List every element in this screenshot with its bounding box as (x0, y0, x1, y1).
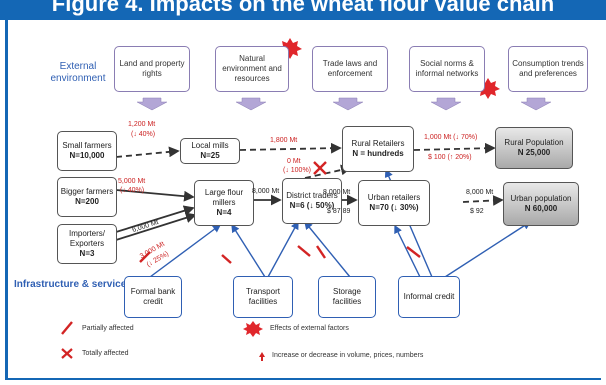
legend-glyphs (61, 321, 265, 361)
node-label: Local mills (191, 141, 229, 150)
infra-transport-facilities: Transport facilities (233, 276, 293, 318)
frame-bottom-border (5, 378, 601, 380)
node-count: N=200 (75, 197, 99, 206)
node-count: N=10,000 (69, 151, 105, 160)
node-label: Urban retailers (367, 193, 421, 202)
node-district-traders: District traders N=6 (↓ 50%) (282, 178, 342, 224)
node-count: N=25 (200, 151, 220, 160)
infra-formal-bank-credit: Formal bank credit (124, 276, 182, 318)
node-count: N 25,000 (517, 148, 551, 157)
factor-trade-laws: Trade laws and enforcement (312, 46, 388, 92)
node-local-mills: Local mills N=25 (180, 138, 240, 164)
flow-urban-to-population: 8,000 Mt (466, 189, 494, 196)
flow-small-to-mills-change: (↓ 40%) (131, 131, 156, 138)
frame-left-border (5, 20, 8, 380)
flow-district-to-rural: 0 Mt (287, 158, 301, 165)
node-count: N=6 (↓ 50%) (289, 201, 335, 210)
flow-small-to-mills: 1,200 Mt (128, 121, 156, 128)
node-importers-exporters: Importers/ Exporters N=3 (57, 224, 117, 264)
flow-bigger-to-millers: 5,000 Mt (118, 178, 146, 185)
node-urban-population: Urban population N 60,000 (503, 182, 579, 226)
node-count: N=70 (↓ 30%) (369, 203, 419, 212)
infra-informal-credit: Informal credit (398, 276, 460, 318)
infrastructure-services-label: Infrastructure & services (14, 279, 132, 290)
node-count: N=4 (216, 208, 232, 217)
factor-natural-environment: Natural environment and resources (215, 46, 289, 92)
flow-district-to-rural-change: (↓ 100%) (283, 167, 312, 174)
node-count: N=3 (79, 249, 95, 258)
flow-district-to-urban: 8,000 Mt (323, 189, 351, 196)
flow-mills-to-rural: 1,800 Mt (270, 137, 298, 144)
node-urban-retailers: Urban retailers N=70 (↓ 30%) (358, 180, 430, 226)
node-bigger-farmers: Bigger farmers N=200 (57, 177, 117, 217)
node-label: Urban population (510, 194, 572, 203)
node-label: District traders (286, 191, 338, 200)
node-count: N = hundreds (352, 149, 404, 158)
node-label: Large flour millers (204, 188, 244, 207)
flow-bigger-to-millers-change: (↓ 40%) (120, 187, 145, 194)
node-small-farmers: Small farmers N=10,000 (57, 131, 117, 171)
legend-totally-affected: Totally affected (82, 350, 129, 357)
factor-social-norms: Social norms & informal networks (409, 46, 485, 92)
flow-district-price: $ 87 89 (327, 208, 351, 215)
factor-consumption-trends: Consumption trends and preferences (508, 46, 588, 92)
node-label: Small farmers (62, 141, 112, 150)
flow-rural-to-population: 1,000 Mt (↓ 70%) (424, 134, 478, 141)
node-label: Rural Population (504, 138, 564, 147)
node-label: Importers/ Exporters (68, 229, 105, 248)
node-large-flour-millers: Large flour millers N=4 (194, 180, 254, 226)
node-count: N 60,000 (524, 204, 558, 213)
legend-external-effects: Effects of external factors (270, 325, 349, 332)
flow-rural-price: $ 100 (↑ 20%) (428, 154, 472, 161)
figure-title: Figure 4. Impacts on the wheat flour val… (51, 0, 555, 16)
factor-land-rights: Land and property rights (114, 46, 190, 92)
node-label: Bigger farmers (60, 187, 114, 196)
legend-change: Increase or decrease in volume, prices, … (272, 352, 424, 359)
node-rural-population: Rural Population N 25,000 (495, 127, 573, 169)
infra-storage-facilities: Storage facilities (318, 276, 376, 318)
external-environment-label: External environment (50, 61, 106, 84)
legend-partially-affected: Partially affected (82, 325, 134, 332)
node-rural-retailers: Rural Retailers N = hundreds (342, 126, 414, 172)
node-label: Rural Retailers (351, 139, 405, 148)
flow-urban-price: $ 92 (470, 208, 484, 215)
header-banner: Figure 4. Impacts on the wheat flour val… (0, 0, 606, 20)
external-arrows (136, 97, 552, 111)
flow-millers-to-district: 8,000 Mt (252, 188, 280, 195)
